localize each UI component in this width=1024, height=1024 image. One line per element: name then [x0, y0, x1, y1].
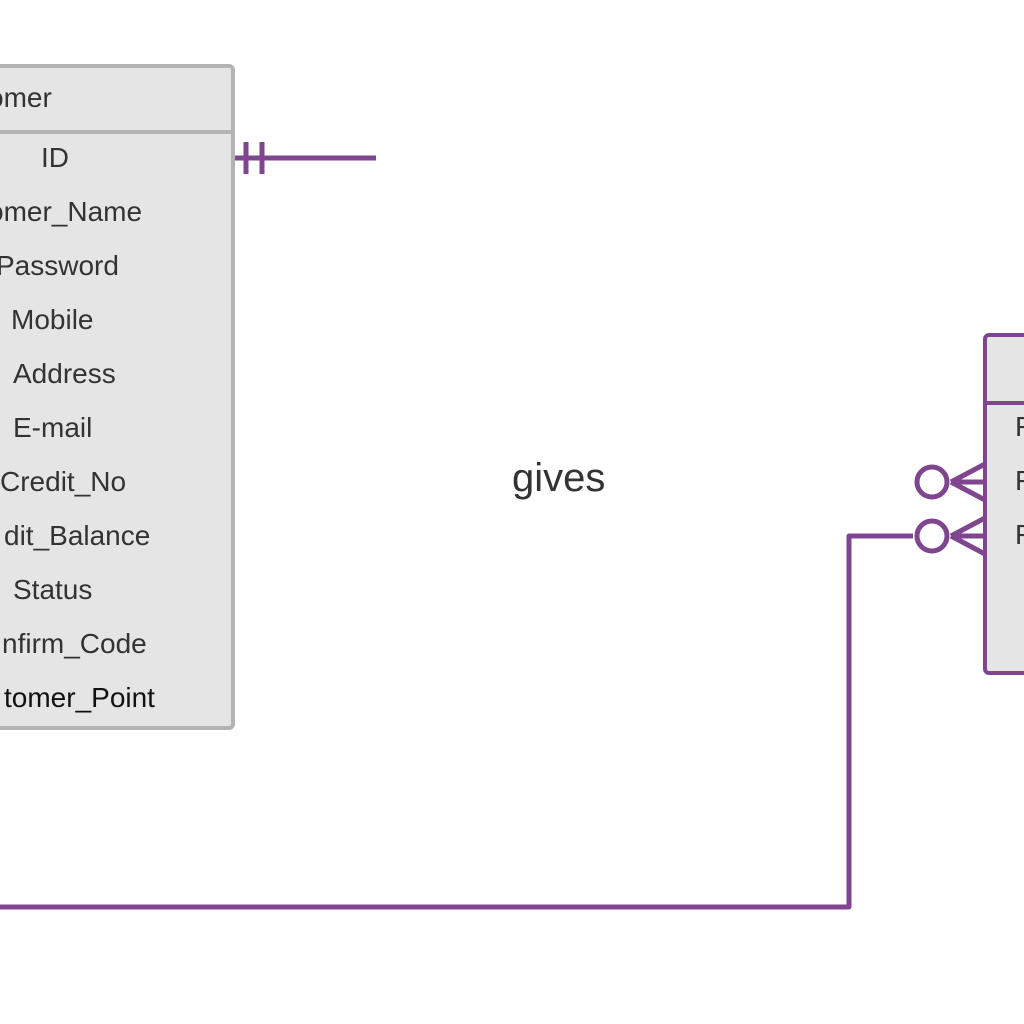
cardinality-zero-circle-2	[914, 518, 950, 554]
relationship-label-gives: gives	[510, 454, 608, 502]
attribute-customer-point: tomer_Point	[4, 682, 155, 713]
attribute-credit-balance: dit_Balance	[4, 520, 151, 551]
attribute-mobile: Mobile	[11, 304, 94, 335]
crowfoot-line-1a	[949, 461, 987, 485]
attribute-customer-name: omer_Name	[0, 196, 143, 227]
crowfoot-line-1c	[949, 479, 987, 503]
entity-customer[interactable]: omer ID omer_Name Password Mobile Addres…	[0, 64, 235, 730]
attribute-email: E-mail	[13, 412, 93, 443]
attribute-password: Password	[0, 250, 119, 281]
entity-right-header	[987, 337, 1024, 405]
entity-right[interactable]: F F F	[983, 333, 1024, 675]
relationship-line-second[interactable]	[0, 533, 913, 910]
attribute-confirm-code: nfirm_Code	[2, 628, 147, 659]
entity-customer-header: omer	[0, 68, 231, 134]
entity-right-attribute-2: F	[1015, 463, 1024, 499]
attribute-status: Status	[13, 574, 93, 605]
entity-right-attribute-1: F	[1015, 409, 1024, 445]
attribute-credit-no: Credit_No	[0, 466, 127, 497]
entity-customer-title: omer	[0, 82, 52, 113]
cardinality-zero-circle-1	[914, 464, 950, 500]
crowfoot-line-2c	[949, 533, 987, 557]
attribute-id: ID	[41, 142, 69, 173]
attribute-address: Address	[13, 358, 116, 389]
crowfoot-line-2a	[949, 515, 987, 539]
entity-right-attribute-3: F	[1015, 517, 1024, 553]
